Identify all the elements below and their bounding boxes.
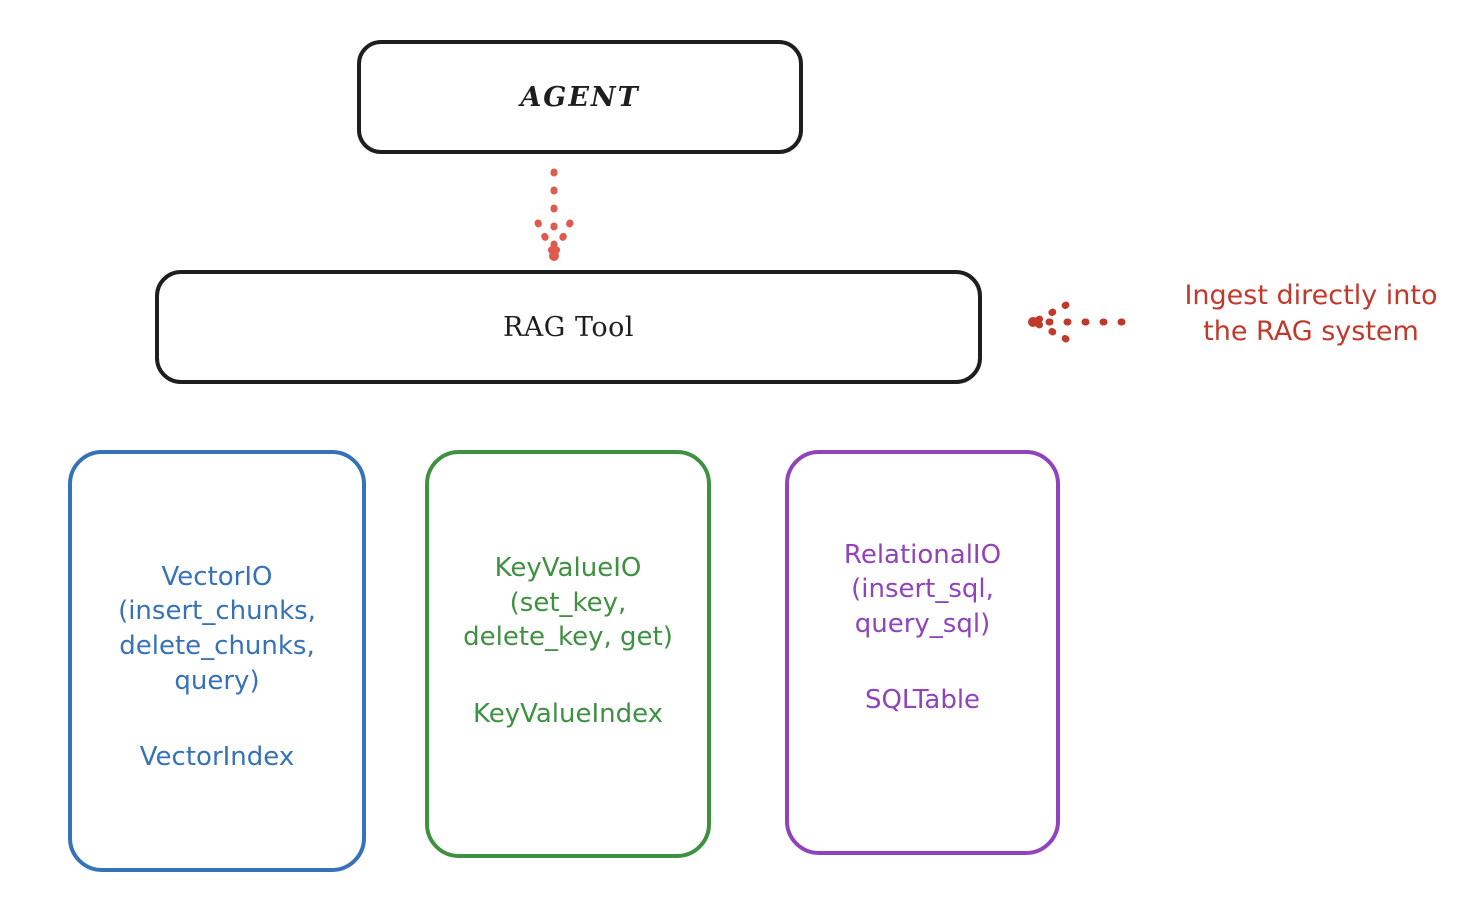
vectorio-index-label: VectorIndex: [139, 742, 295, 773]
keyvalueio-index-label: KeyValueIndex: [472, 698, 664, 729]
rag-tool-node[interactable]: RAG Tool: [155, 270, 982, 384]
vectorio-api-label: VectorIO (insert_chunks, delete_chunks, …: [118, 561, 316, 696]
ingest-annotation-text: Ingest directly into the RAG system: [1184, 280, 1438, 348]
keyvalueio-node[interactable]: KeyValueIO (set_key, delete_key, get) Ke…: [425, 450, 711, 858]
vectorio-content: VectorIO (insert_chunks, delete_chunks, …: [84, 560, 350, 772]
relationalio-index-label: SQLTable: [864, 685, 981, 716]
rag-tool-node-label: RAG Tool: [502, 311, 635, 343]
agent-node[interactable]: AGENT: [357, 40, 803, 154]
keyvalueio-content: KeyValueIO (set_key, delete_key, get) Ke…: [441, 551, 695, 729]
relationalio-api-label: RelationalIO (insert_sql, query_sql): [843, 539, 1002, 639]
keyvalueio-api-label: KeyValueIO (set_key, delete_key, get): [463, 553, 673, 653]
agent-to-rag-arrow: [534, 168, 574, 261]
relationalio-content: RelationalIO (insert_sql, query_sql) SQL…: [801, 538, 1044, 716]
relationalio-node[interactable]: RelationalIO (insert_sql, query_sql) SQL…: [785, 450, 1060, 855]
agent-node-label: AGENT: [520, 81, 640, 113]
ingest-arrow: [1028, 301, 1126, 343]
vectorio-node[interactable]: VectorIO (insert_chunks, delete_chunks, …: [68, 450, 366, 872]
